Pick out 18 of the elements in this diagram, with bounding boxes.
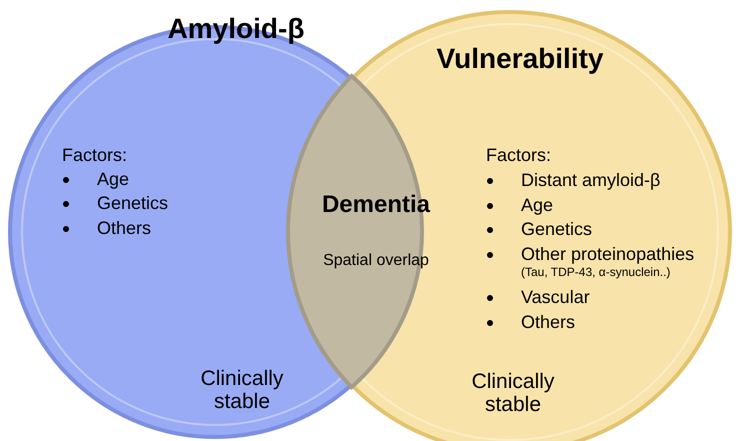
overlap-label: Spatial overlap [323,252,429,270]
list-item: Age [521,196,554,216]
list-item: Genetics [97,194,168,214]
list-item: Distant amyloid-β [521,171,660,191]
list-item: Vascular [521,288,590,308]
list-item: Others [521,313,576,333]
list-item: Other proteinopathies [521,245,694,265]
overlap-title: Dementia [322,192,430,218]
circle-title: Amyloid-β [168,14,304,45]
region-caption: Clinically stable [470,370,556,416]
region-caption: Clinically stable [200,367,284,414]
circle-title: Vulnerability [436,44,604,75]
list-item: Others [97,219,152,239]
list-item: Age [97,170,130,190]
list-heading: Factors: [486,146,552,166]
list-item: Genetics [521,220,592,240]
list-heading: Factors: [62,146,128,166]
list-note: (Tau, TDP-43, α-synuclein..) [521,266,670,280]
